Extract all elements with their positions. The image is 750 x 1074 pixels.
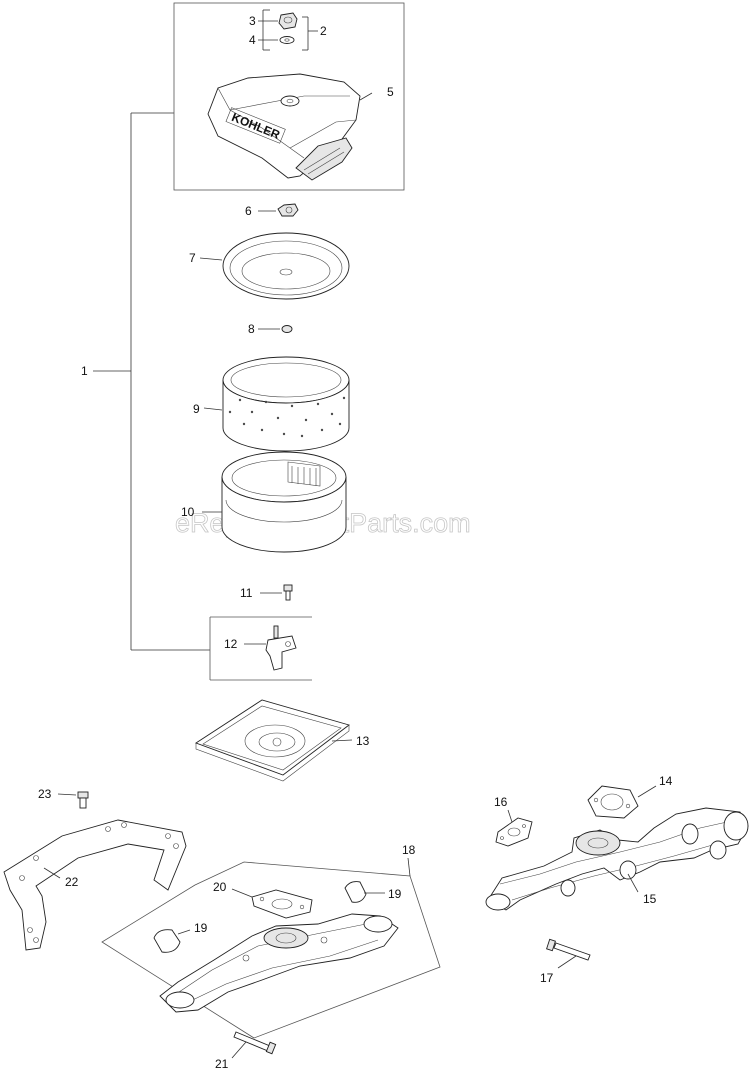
callout-3: 3	[249, 14, 256, 28]
washer-part-4	[279, 36, 295, 44]
knob-part-3	[278, 12, 298, 30]
bolt-part-21	[233, 1031, 277, 1055]
leader-16	[507, 809, 513, 823]
callout-8: 8	[248, 322, 255, 336]
kit-bracket-2	[258, 9, 318, 51]
callout-13: 13	[356, 734, 370, 748]
leader-7	[199, 257, 223, 261]
callout-14: 14	[659, 774, 673, 788]
bracket-part-12	[265, 625, 297, 671]
callout-20: 20	[213, 880, 227, 894]
leader-15	[627, 873, 639, 893]
callout-5: 5	[387, 85, 394, 99]
base-plate-part-13	[195, 699, 350, 782]
air-filter-element-part-10	[221, 451, 347, 553]
gasket-part-14	[587, 785, 639, 819]
bolt-part-23	[77, 791, 89, 809]
callout-7: 7	[189, 251, 196, 265]
callout-16: 16	[494, 795, 508, 809]
leader-18	[407, 857, 411, 877]
callout-11: 11	[240, 586, 253, 600]
callout-1: 1	[81, 364, 88, 378]
leader-9	[203, 407, 223, 411]
assembly-bracket-1	[93, 112, 210, 651]
leader-14	[637, 785, 657, 798]
cover-plate-part-7	[222, 232, 350, 300]
precleaner-part-9	[222, 356, 350, 452]
air-cleaner-cover-part-5: KOHLER	[207, 73, 361, 181]
callout-12: 12	[224, 637, 238, 651]
bolt-part-11	[283, 584, 293, 601]
leader-13	[331, 739, 353, 742]
leader-20	[231, 888, 253, 898]
cap-part-19-left	[153, 929, 181, 953]
callout-19-right: 19	[388, 887, 402, 901]
wing-nut-part-6	[277, 203, 299, 217]
callout-18: 18	[402, 843, 416, 857]
leader-17	[557, 955, 577, 969]
callout-15: 15	[643, 892, 657, 906]
bolt-part-17	[546, 938, 591, 961]
callout-23: 23	[38, 787, 52, 801]
callout-19-left: 19	[194, 921, 208, 935]
cap-part-19-right	[344, 881, 367, 903]
leader-23	[57, 793, 77, 796]
callout-9: 9	[193, 402, 200, 416]
support-bracket-part-22	[3, 819, 187, 951]
leader-21	[231, 1041, 247, 1059]
callout-22: 22	[65, 875, 79, 889]
bracket-group-box-12	[209, 616, 312, 681]
cover-group-box	[173, 2, 405, 191]
intake-manifold-part-18	[159, 913, 399, 1013]
callout-10: 10	[181, 505, 195, 519]
gasket-part-20	[251, 889, 313, 919]
leader-19-left	[177, 929, 191, 935]
exhaust-manifold-part-15	[485, 807, 749, 911]
grommet-part-8	[281, 325, 293, 333]
callout-17: 17	[540, 971, 554, 985]
manifold-group-box-18	[101, 861, 441, 1039]
callout-2: 2	[320, 24, 327, 38]
plate-part-16	[495, 817, 533, 847]
callout-21: 21	[215, 1057, 229, 1071]
leader-22	[43, 867, 61, 879]
callout-6: 6	[245, 204, 252, 218]
leader-5	[359, 92, 373, 101]
callout-4: 4	[249, 33, 256, 47]
